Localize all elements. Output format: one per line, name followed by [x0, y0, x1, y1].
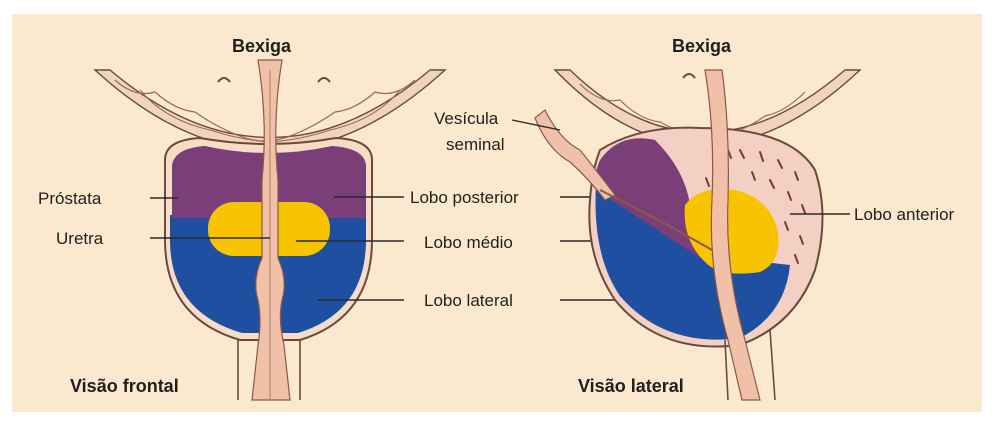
label-vesicula-line2: seminal — [446, 135, 505, 154]
frontal-ureter-left — [218, 78, 230, 82]
label-vesicula-line1: Vesícula — [434, 109, 499, 128]
lateral-title: Bexiga — [672, 36, 732, 56]
lateral-view-illustration — [512, 70, 860, 400]
frontal-view-label: Visão frontal — [70, 376, 179, 396]
lateral-view-label: Visão lateral — [578, 376, 684, 396]
lateral-ureter-opening — [683, 74, 695, 78]
label-lobo-lateral: Lobo lateral — [424, 291, 513, 310]
label-lobo-medio: Lobo médio — [424, 233, 513, 252]
label-prostata: Próstata — [38, 189, 102, 208]
frontal-view-illustration — [95, 60, 445, 400]
label-uretra: Uretra — [56, 229, 104, 248]
label-lobo-posterior: Lobo posterior — [410, 188, 519, 207]
label-lobo-anterior: Lobo anterior — [854, 205, 955, 224]
frontal-title: Bexiga — [232, 36, 292, 56]
frontal-ureter-right — [318, 78, 330, 82]
